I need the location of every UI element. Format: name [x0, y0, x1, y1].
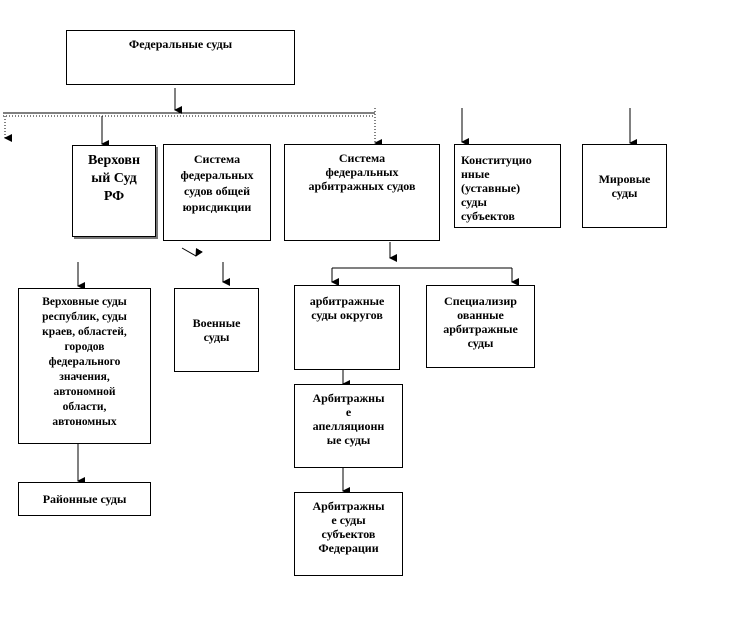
- military-courts-box: Военные суды: [174, 288, 259, 372]
- arbitration-system-box: Система федеральных арбитражных судов: [284, 144, 440, 241]
- supreme-court-label: Верховн ый Суд РФ: [87, 153, 141, 204]
- arbitration-appeal-courts-box: Арбитражны е апелляционн ые суды: [294, 384, 403, 468]
- general-jurisdiction-label: Система федеральных судов общей юрисдикц…: [180, 152, 254, 214]
- general-jurisdiction-box: Система федеральных судов общей юрисдикц…: [163, 144, 271, 241]
- arbitration-subject-courts-label: Арбитражны е суды субъектов Федерации: [312, 499, 385, 555]
- regional-supreme-courts-label: Верховные суды республик, суды краев, об…: [42, 296, 127, 428]
- constitutional-courts-box: Конституцио нные (уставные) суды субъект…: [454, 144, 561, 228]
- magistrate-courts-label: Мировые суды: [598, 172, 651, 200]
- supreme-court-box: Верховн ый Суд РФ: [72, 145, 156, 237]
- arbitration-appeal-courts-label: Арбитражны е апелляционн ые суды: [312, 391, 385, 447]
- constitutional-courts-label: Конституцио нные (уставные) суды субъект…: [461, 153, 532, 223]
- federal-courts-box: Федеральные суды: [66, 30, 295, 85]
- military-courts-label: Военные суды: [192, 316, 241, 344]
- specialized-arbitration-courts-label: Специализир ованные арбитражные суды: [443, 294, 518, 350]
- district-courts-box: Районные суды: [18, 482, 151, 516]
- federal-courts-label: Федеральные суды: [128, 37, 233, 51]
- magistrate-courts-box: Мировые суды: [582, 144, 667, 228]
- arbitration-district-courts-label: арбитражные суды округов: [309, 294, 385, 322]
- arbitration-subject-courts-box: Арбитражны е суды субъектов Федерации: [294, 492, 403, 576]
- arbitration-system-label: Система федеральных арбитражных судов: [308, 151, 416, 193]
- district-courts-label: Районные суды: [42, 492, 127, 506]
- specialized-arbitration-courts-box: Специализир ованные арбитражные суды: [426, 285, 535, 368]
- arbitration-district-courts-box: арбитражные суды округов: [294, 285, 400, 370]
- regional-supreme-courts-box: Верховные суды республик, суды краев, об…: [18, 288, 151, 444]
